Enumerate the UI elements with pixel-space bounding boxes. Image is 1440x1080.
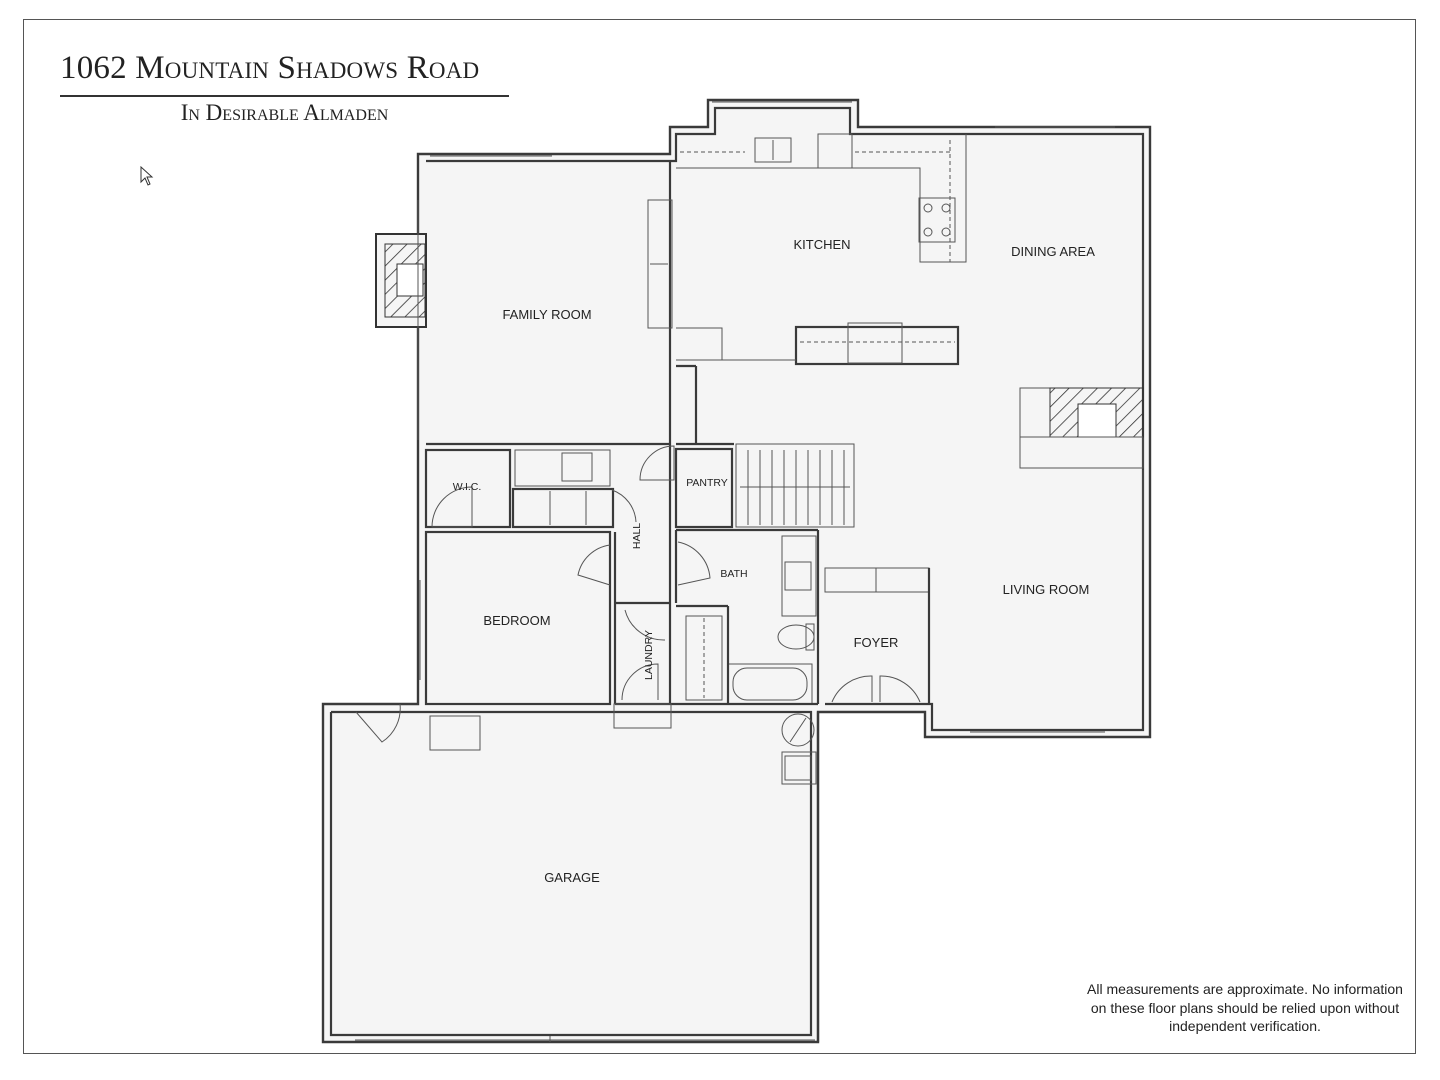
living-fireplace	[1019, 387, 1144, 469]
kitchen-fixtures	[676, 133, 967, 366]
room-label-family-room: FAMILY ROOM	[502, 307, 591, 322]
title-underline	[60, 95, 509, 97]
room-label-dining-area: DINING AREA	[1011, 244, 1095, 259]
room-label-bedroom: BEDROOM	[483, 613, 550, 628]
bedroom-walls	[424, 530, 670, 706]
property-title: 1062 Mountain Shadows Road	[60, 50, 480, 86]
central-rooms	[639, 364, 855, 704]
room-label-laundry: LAUNDRY	[643, 630, 655, 680]
room-label-kitchen: KITCHEN	[793, 237, 850, 252]
room-label-hall: HALL	[631, 523, 643, 549]
property-subtitle: In Desirable Almaden	[180, 100, 389, 125]
garage-fixtures	[355, 703, 820, 1042]
exterior-walls	[321, 98, 1152, 1044]
room-label-living-room: LIVING ROOM	[1003, 582, 1090, 597]
mouse-pointer-icon	[140, 166, 154, 186]
foyer-area	[824, 567, 931, 704]
room-label-pantry: PANTRY	[686, 477, 728, 489]
room-label-garage: GARAGE	[544, 870, 600, 885]
room-label-bath: BATH	[720, 568, 747, 580]
windows	[419, 101, 1144, 733]
room-label-wic: W.I.C.	[453, 481, 482, 493]
disclaimer-text: All measurements are approximate. No inf…	[1087, 981, 1403, 1034]
room-label-foyer: FOYER	[854, 635, 899, 650]
laundry-area	[613, 609, 818, 729]
family-room-walls	[417, 161, 673, 704]
wic-area	[424, 448, 637, 529]
